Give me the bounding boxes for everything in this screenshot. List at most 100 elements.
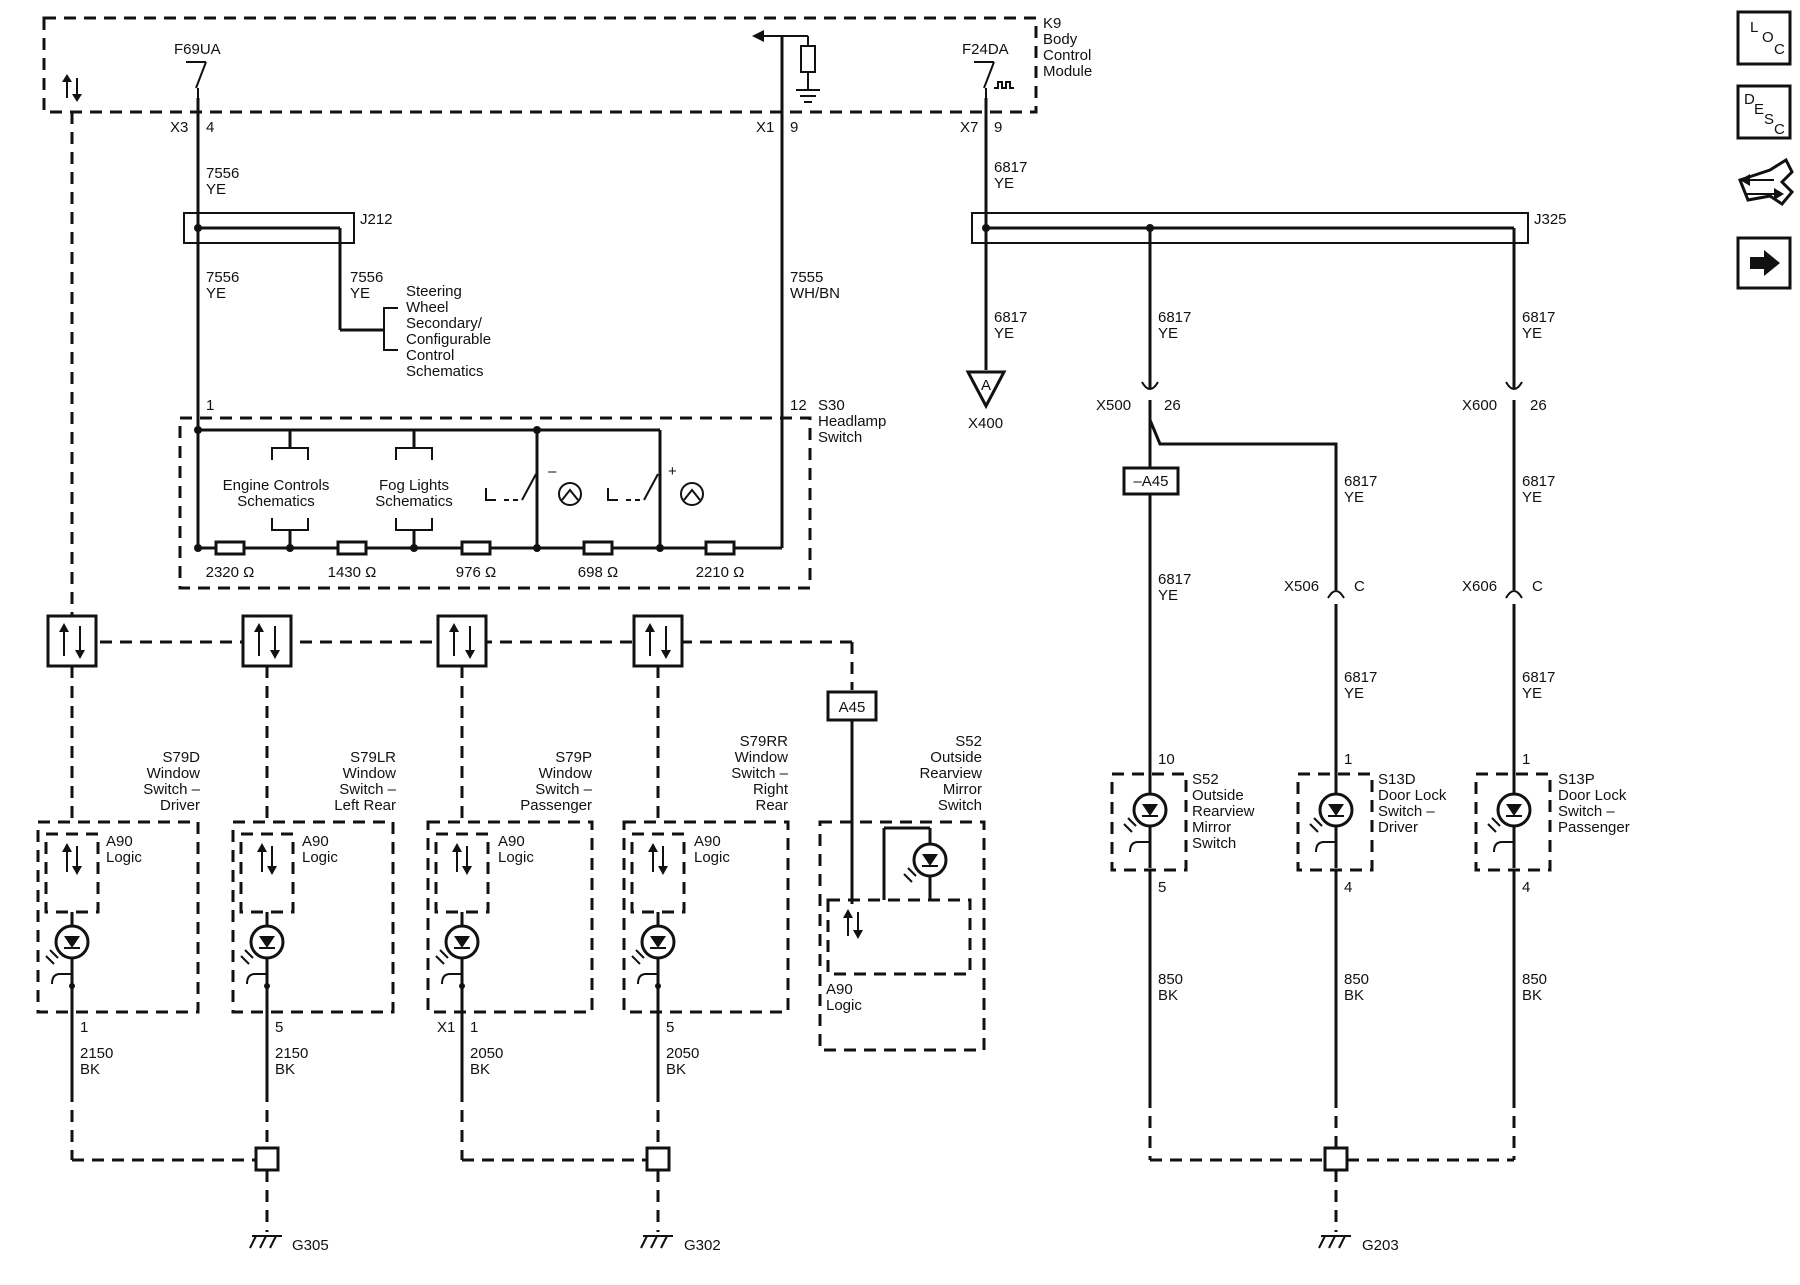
svg-text:Switch –: Switch – xyxy=(535,781,592,798)
svg-text:Logic: Logic xyxy=(826,997,862,1014)
connector-x7: X7 xyxy=(960,119,978,136)
resistor-2 xyxy=(336,540,368,556)
svg-text:1: 1 xyxy=(1522,751,1530,768)
wire-7556-label-3: 7556 xyxy=(350,269,383,286)
loc-button[interactable]: L O C xyxy=(1736,10,1792,66)
splice-j212 xyxy=(183,212,355,244)
s30-name-line-2: Switch xyxy=(818,429,862,446)
module-name-line-1: Body xyxy=(1043,31,1078,48)
wire-6817-color-7: YE xyxy=(1522,325,1542,342)
ground-splice-g305 xyxy=(254,1146,280,1172)
steering-ref-line-5[interactable]: Control xyxy=(406,347,454,364)
svg-text:Window: Window xyxy=(343,765,397,782)
svg-text:2150: 2150 xyxy=(275,1045,308,1062)
desc-letter-e: E xyxy=(1754,101,1764,118)
bcm-reference-output-icon xyxy=(752,30,820,103)
connector-x600: X600 xyxy=(1462,397,1497,414)
svg-text:1: 1 xyxy=(470,1019,478,1036)
svg-text:A90: A90 xyxy=(498,833,525,850)
svg-text:A90: A90 xyxy=(106,833,133,850)
ground-g305: G305 xyxy=(292,1237,329,1254)
door-lock-switch-driver: 1 S13D Door Lock Switch – Driver 4 xyxy=(1296,751,1447,896)
wire-6817-label-7: 6817 xyxy=(1522,309,1555,326)
splice-j325 xyxy=(971,212,1529,244)
desc-button[interactable]: D E S C xyxy=(1736,84,1792,140)
svg-text:Logic: Logic xyxy=(302,849,338,866)
svg-text:A90: A90 xyxy=(302,833,329,850)
a45-ref-box-right[interactable] xyxy=(1122,466,1180,496)
ground-symbol-g305 xyxy=(249,1235,282,1249)
svg-text:Mirror: Mirror xyxy=(1192,819,1231,836)
connector-x400: X400 xyxy=(968,415,1003,432)
svg-text:10: 10 xyxy=(1158,751,1175,768)
svg-text:A90: A90 xyxy=(826,981,853,998)
svg-text:Switch –: Switch – xyxy=(731,765,788,782)
resistor-5-value: 2210 Ω xyxy=(696,564,745,581)
fog-lights-ref-1[interactable]: Fog Lights xyxy=(379,477,449,494)
steering-ref-line-2[interactable]: Wheel xyxy=(406,299,449,316)
ground-symbol-g302 xyxy=(640,1235,673,1249)
svg-text:Switch: Switch xyxy=(938,797,982,814)
svg-text:S13P: S13P xyxy=(1558,771,1595,788)
wire-7555-label: 7555 xyxy=(790,269,823,286)
wire-7556-label-2: 7556 xyxy=(206,269,239,286)
wire-7555-color: WH/BN xyxy=(790,285,840,302)
svg-text:2050: 2050 xyxy=(666,1045,699,1062)
wire-6817-label-2: 6817 xyxy=(994,309,1027,326)
ground-g203: G203 xyxy=(1362,1237,1399,1254)
desc-letter-c: C xyxy=(1774,121,1785,138)
resistor-5 xyxy=(704,540,736,556)
steering-ref-line-3[interactable]: Secondary/ xyxy=(406,315,483,332)
wire-6817-label-9: 6817 xyxy=(1522,669,1555,686)
s30-pin-right: 12 xyxy=(790,397,807,414)
mirror-switch-lamp: 10 S52 Outside Rearview Mirror Switch 5 xyxy=(1110,751,1255,896)
svg-text:Logic: Logic xyxy=(106,849,142,866)
pin-x1-9: 9 xyxy=(790,119,798,136)
wire-6817-label-5: 6817 xyxy=(1344,473,1377,490)
dimmer-plus-switch-icon xyxy=(607,473,704,506)
wire-6817-color-6: YE xyxy=(1344,685,1364,702)
a45-ref-left[interactable]: A45 xyxy=(839,699,866,716)
svg-text:Right: Right xyxy=(753,781,789,798)
serial-data-gateway-1 xyxy=(46,614,98,668)
a45-ref-right[interactable]: –A45 xyxy=(1133,473,1168,490)
wire-6817-label-3: 6817 xyxy=(1158,309,1191,326)
svg-text:Left Rear: Left Rear xyxy=(334,797,396,814)
connector-end-view-icon[interactable] xyxy=(1738,157,1795,206)
svg-text:S13D: S13D xyxy=(1378,771,1416,788)
svg-text:S79RR: S79RR xyxy=(740,733,789,750)
desc-letter-s: S xyxy=(1764,111,1774,128)
x400-ref-tag[interactable]: A xyxy=(981,377,991,394)
fog-lights-ref-2[interactable]: Schematics xyxy=(375,493,453,510)
k9-body-control-module xyxy=(42,16,1038,114)
x400-ref-triangle[interactable] xyxy=(965,370,1007,410)
window-switch-left-rear: S79LR Window Switch – Left Rear A90 Logi… xyxy=(231,749,397,1090)
steering-ref-line-4[interactable]: Configurable xyxy=(406,331,491,348)
pin-x7-9: 9 xyxy=(994,119,1002,136)
engine-controls-ref-2[interactable]: Schematics xyxy=(237,493,315,510)
engine-controls-ref-1[interactable]: Engine Controls xyxy=(223,477,330,494)
next-page-button[interactable] xyxy=(1736,236,1792,290)
svg-text:Rear: Rear xyxy=(755,797,788,814)
window-switch-passenger: S79P Window Switch – Passenger A90 Logic… xyxy=(426,749,594,1090)
loc-letter-l: L xyxy=(1750,19,1758,36)
bcm-pwm-switch-icon xyxy=(974,61,1014,98)
svg-text:Switch –: Switch – xyxy=(339,781,396,798)
svg-text:4: 4 xyxy=(1344,879,1352,896)
resistor-4-value: 698 Ω xyxy=(578,564,618,581)
steering-ref-line-1[interactable]: Steering xyxy=(406,283,462,300)
steering-ref-line-6[interactable]: Schematics xyxy=(406,363,484,380)
svg-text:2150: 2150 xyxy=(80,1045,113,1062)
desc-letter-d: D xyxy=(1744,91,1755,108)
connector-x500-pin: 26 xyxy=(1164,397,1181,414)
svg-text:Passenger: Passenger xyxy=(520,797,592,814)
wire-6817-color-5: YE xyxy=(1344,489,1364,506)
splice-j212-label: J212 xyxy=(360,211,393,228)
wire-7556-color-1: YE xyxy=(206,181,226,198)
svg-text:Window: Window xyxy=(735,749,789,766)
wire-850-label-1: 850 xyxy=(1158,971,1183,988)
svg-text:BK: BK xyxy=(470,1061,490,1078)
wire-850-label-3: 850 xyxy=(1522,971,1547,988)
serial-data-gateway-4 xyxy=(632,614,684,668)
